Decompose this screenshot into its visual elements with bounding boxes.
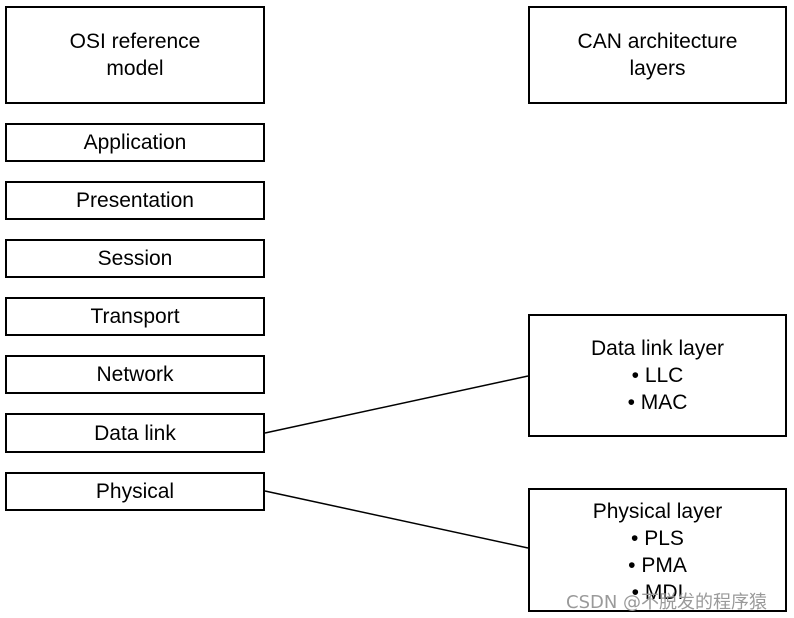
osi-header-line2: model bbox=[106, 57, 164, 80]
osi-header-box: OSI reference model bbox=[5, 6, 265, 104]
can-data-link-item-mac: • MAC bbox=[627, 391, 688, 414]
osi-header-line1: OSI reference bbox=[69, 30, 201, 53]
can-physical-item-pls: • PLS bbox=[631, 527, 684, 550]
osi-layer-label: Physical bbox=[95, 480, 175, 503]
osi-layer-application: Application bbox=[5, 123, 265, 162]
can-physical-title: Physical layer bbox=[592, 500, 723, 523]
osi-layer-data-link: Data link bbox=[5, 413, 265, 453]
osi-layer-physical: Physical bbox=[5, 472, 265, 511]
connector-physical bbox=[264, 490, 529, 549]
can-physical-item-pma: • PMA bbox=[628, 554, 687, 577]
osi-layer-network: Network bbox=[5, 355, 265, 394]
osi-layer-label: Network bbox=[96, 363, 174, 386]
osi-layer-transport: Transport bbox=[5, 297, 265, 336]
osi-layer-label: Data link bbox=[94, 421, 176, 445]
osi-layer-label: Session bbox=[97, 247, 173, 270]
watermark-text: CSDN @不脱发的程序猿 bbox=[566, 592, 768, 613]
can-header-line1: CAN architecture bbox=[577, 30, 738, 53]
can-data-link-title: Data link layer bbox=[590, 337, 725, 360]
osi-layer-session: Session bbox=[5, 239, 265, 278]
osi-layer-label: Transport bbox=[90, 305, 180, 328]
can-header-box: CAN architecture layers bbox=[528, 6, 787, 104]
can-physical-layer-box: Physical layer • PLS • PMA • MDI bbox=[528, 488, 787, 612]
osi-layer-presentation: Presentation bbox=[5, 181, 265, 220]
can-physical-item-mdi: • MDI bbox=[631, 581, 684, 604]
osi-layer-label: Presentation bbox=[76, 189, 194, 212]
can-header-line2: layers bbox=[629, 57, 686, 80]
connector-data-link bbox=[264, 375, 529, 434]
can-data-link-layer-box: Data link layer • LLC • MAC bbox=[528, 314, 787, 437]
can-data-link-item-llc: • LLC bbox=[631, 364, 684, 387]
osi-layer-label: Application bbox=[83, 131, 187, 154]
